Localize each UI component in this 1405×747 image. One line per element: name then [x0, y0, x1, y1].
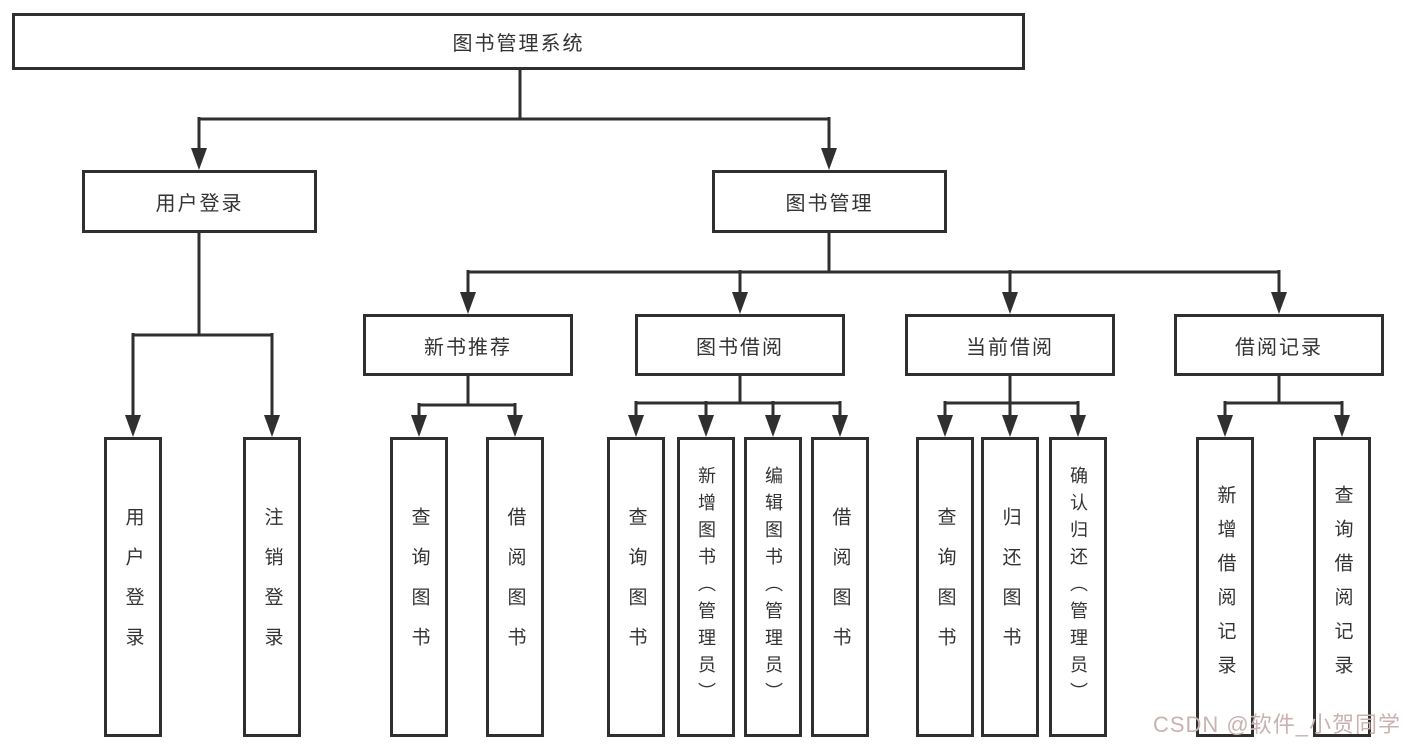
leaf-borrow-books-1: 借阅图书 — [486, 437, 544, 737]
watermark: CSDN @软件_小贺同学 — [1152, 712, 1401, 737]
leaf-return-books-label: 归还图书 — [999, 507, 1021, 667]
leaf-query-books-2: 查询图书 — [607, 437, 665, 737]
leaf-add-borrow-record-label: 新增借阅记录 — [1214, 485, 1236, 689]
leaf-add-books-admin-label: 新增图书（管理员） — [696, 465, 716, 709]
leaf-query-books-1: 查询图书 — [390, 437, 448, 737]
leaf-logout-label: 注销登录 — [261, 507, 283, 667]
leaf-confirm-return-admin: 确认归还（管理员） — [1049, 437, 1107, 737]
leaf-user-login-label: 用户登录 — [122, 507, 144, 667]
leaf-query-books-2-label: 查询图书 — [625, 507, 647, 667]
leaf-return-books: 归还图书 — [981, 437, 1039, 737]
leaf-edit-books-admin-label: 编辑图书（管理员） — [763, 465, 783, 709]
node-root: 图书管理系统 — [12, 13, 1025, 70]
leaf-query-borrow-record-label: 查询借阅记录 — [1331, 485, 1353, 689]
leaf-query-books-3: 查询图书 — [916, 437, 974, 737]
leaf-add-books-admin: 新增图书（管理员） — [677, 437, 735, 737]
leaf-borrow-books-2-label: 借阅图书 — [829, 507, 851, 667]
leaf-confirm-return-admin-label: 确认归还（管理员） — [1068, 465, 1088, 709]
leaf-edit-books-admin: 编辑图书（管理员） — [744, 437, 802, 737]
leaf-borrow-books-2: 借阅图书 — [811, 437, 869, 737]
arrowheads — [125, 148, 1350, 437]
leaf-query-books-1-label: 查询图书 — [408, 507, 430, 667]
node-book-borrowing: 图书借阅 — [635, 314, 845, 376]
node-user-login: 用户登录 — [82, 170, 317, 233]
node-current-borrowing: 当前借阅 — [905, 314, 1115, 376]
leaf-query-books-3-label: 查询图书 — [934, 507, 956, 667]
node-book-management: 图书管理 — [712, 170, 947, 233]
leaf-logout: 注销登录 — [243, 437, 301, 737]
leaf-borrow-books-1-label: 借阅图书 — [504, 507, 526, 667]
node-new-book-recommendation: 新书推荐 — [363, 314, 573, 376]
leaf-query-borrow-record: 查询借阅记录 — [1313, 437, 1371, 737]
leaf-user-login: 用户登录 — [104, 437, 162, 737]
leaf-add-borrow-record: 新增借阅记录 — [1196, 437, 1254, 737]
node-borrowing-records: 借阅记录 — [1174, 314, 1384, 376]
